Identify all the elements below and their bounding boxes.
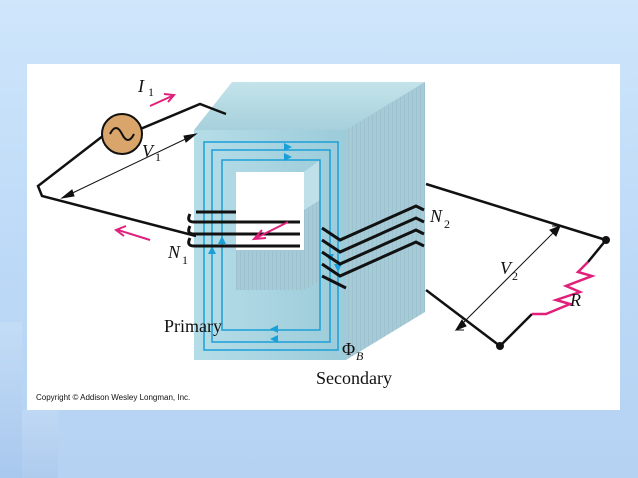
label-i1-sub: 1: [148, 85, 154, 99]
terminal-top: [602, 236, 610, 244]
core-window-hole: [282, 214, 304, 238]
terminal-bottom: [496, 342, 504, 350]
label-v2-sub: 2: [512, 269, 518, 283]
label-phi-sub: B: [356, 349, 364, 363]
secondary-coil: [321, 204, 425, 290]
label-n1-sub: 1: [182, 253, 188, 267]
label-phi: Φ: [342, 339, 355, 359]
slide-decor-stripe-2: [22, 410, 58, 478]
label-i1: I: [137, 76, 145, 96]
label-r: R: [569, 290, 581, 310]
slide-decor-stripe: [0, 322, 22, 478]
label-primary: Primary: [164, 316, 222, 336]
label-n2-sub: 2: [444, 217, 450, 231]
current-arrows: [113, 93, 289, 241]
primary-wires: [36, 102, 227, 238]
label-secondary: Secondary: [316, 368, 392, 388]
core-window-floor: [236, 250, 304, 290]
label-v1-sub: 1: [155, 150, 161, 164]
core-window-depth: [236, 160, 320, 210]
ac-source-icon: [101, 113, 143, 155]
label-v2: V: [500, 258, 513, 278]
core-window-inner-side: [304, 200, 320, 290]
copyright-notice: Copyright © Addison Wesley Longman, Inc.: [36, 393, 191, 402]
v2-dimension: [454, 225, 561, 332]
label-n2: N: [429, 206, 443, 226]
secondary-wires: [425, 182, 607, 347]
primary-coil: [187, 210, 300, 248]
label-n1: N: [167, 242, 181, 262]
resistor-r: [532, 261, 596, 316]
v1-dimension: [60, 133, 198, 199]
label-v1: V: [142, 141, 155, 161]
